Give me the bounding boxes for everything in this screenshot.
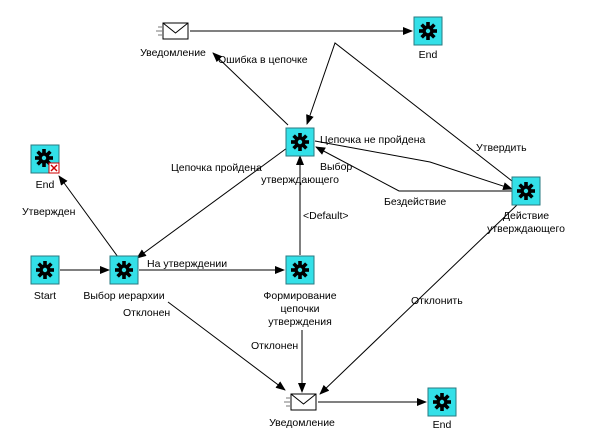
node-notify-top-label: Уведомление [140,47,206,59]
node-end-top[interactable]: End [413,16,443,61]
node-notify-top[interactable]: Уведомление [140,22,206,59]
node-approver-action-label-2: утверждающего [487,223,565,235]
label-reject: Отклонить [411,295,463,307]
edge-approver-to-hierarchy [136,147,288,259]
label-chain-passed: Цепочка пройдена [171,162,262,174]
edge-hierarchy-to-end-approved [58,175,119,258]
node-end-approved[interactable]: End [30,144,60,191]
node-select-approver-label-2: утверждающего [261,174,339,186]
envelope-icon [156,22,189,40]
node-end-bottom[interactable]: End [427,387,457,431]
edge-hierarchy-to-notify-bottom [167,301,286,391]
node-select-approver-label-1: Выбор [320,161,352,173]
node-select-approver[interactable]: Выбор утверждающего [261,127,352,186]
gear-icon [291,133,309,151]
node-start-label: Start [34,290,56,302]
label-approve: Утвердить [476,142,527,154]
label-approved: Утвержден [22,206,76,218]
edge-labels: Утвержден На утверждении Отклонен <Defau… [22,54,527,352]
gear-icon [517,182,535,200]
node-end-top-label: End [419,49,438,61]
label-default: <Default> [303,210,349,222]
node-form-chain-label-1: Формирование [263,290,336,302]
node-form-chain-label-2: цепочки [281,303,320,315]
gear-icon [433,393,451,411]
edge-approver-to-notify-top [212,52,289,126]
label-on-approval: На утверждении [147,258,227,270]
label-chain-error: Ошибка в цепочке [218,54,308,66]
label-rejected2: Отклонен [251,340,298,352]
node-form-chain-label-3: утверждения [268,316,332,328]
node-notify-bottom-label: Уведомление [269,417,335,429]
envelope-icon [284,393,317,411]
node-end-bottom-label: End [433,419,452,431]
gear-icon [291,261,309,279]
gear-icon [36,261,54,279]
node-end-approved-label: End [36,179,55,191]
edge-action-to-notify-bottom [319,203,519,395]
node-approver-action[interactable]: Действие утверждающего [487,176,565,235]
node-select-hierarchy-label: Выбор иерархии [83,290,164,302]
label-inaction: Бездействие [384,196,446,208]
node-notify-bottom[interactable]: Уведомление [269,393,335,429]
edge-action-to-approver-inaction [315,146,512,192]
label-rejected: Отклонен [123,307,170,319]
node-select-hierarchy[interactable]: Выбор иерархии [83,255,165,302]
error-badge-icon [48,162,60,174]
node-start[interactable]: Start [30,255,60,302]
node-form-chain[interactable]: Формирование цепочки утверждения [263,255,337,328]
gear-icon [115,261,133,279]
edge-action-to-approver-approve [306,42,513,182]
node-approver-action-label-1: Действие [503,210,549,222]
edges [58,27,519,406]
label-chain-not-passed: Цепочка не пройдена [320,134,426,146]
gear-icon [419,22,437,40]
edge-approver-to-action [314,140,513,190]
